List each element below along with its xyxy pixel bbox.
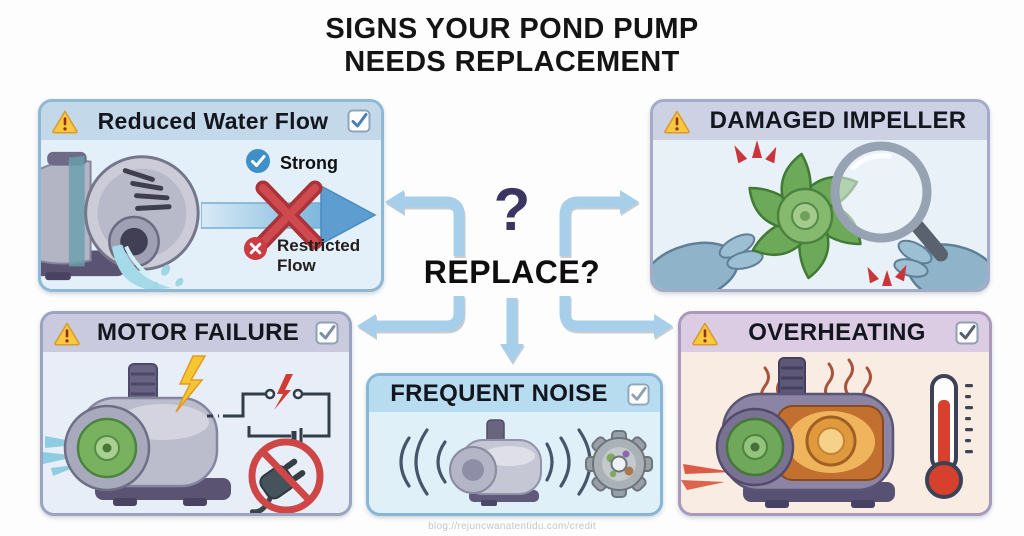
strong-label: Strong	[280, 153, 338, 173]
panel-header-reduced-water-flow: Reduced Water Flow	[41, 102, 381, 140]
arrow-to-overheating	[559, 296, 654, 332]
title-line-1: SIGNS YOUR POND PUMP	[325, 13, 699, 45]
checkbox-icon	[315, 321, 339, 345]
arrowhead-left-top-icon	[385, 190, 404, 214]
panel-title: DAMAGED IMPELLER	[709, 107, 967, 134]
warning-triangle-icon	[51, 109, 79, 134]
arrowhead-left-bottom-icon	[357, 314, 376, 338]
circuit-diagram	[207, 374, 331, 444]
panel-title: Reduced Water Flow	[97, 107, 329, 134]
crack-marks	[734, 140, 907, 286]
panel-header-frequent-noise: FREQUENT NOISE	[369, 376, 660, 412]
replace-label: REPLACE?	[423, 254, 601, 290]
overheating-pump-illustration	[681, 357, 973, 508]
impeller-inspection-illustration	[653, 140, 987, 289]
pump-cutaway	[715, 357, 895, 508]
magnifying-glass	[830, 141, 949, 262]
credit-watermark: blog://rejuncwanatentidu.com/credit	[428, 521, 596, 532]
arrow-to-reduced-water-flow	[404, 196, 465, 256]
blocked-flow-arrow-icon	[201, 180, 377, 250]
restricted-label: Restricted Flow	[277, 236, 361, 275]
panel-header-damaged-impeller: DAMAGED IMPELLER	[653, 102, 987, 140]
panel-title: OVERHEATING	[748, 319, 926, 346]
panel-header-motor-failure: MOTOR FAILURE	[43, 314, 349, 352]
panel-title: FREQUENT NOISE	[390, 380, 608, 407]
page-title: SIGNS YOUR POND PUMP NEEDS REPLACEMENT	[0, 13, 1024, 80]
checkbox-icon	[627, 382, 650, 406]
sound-waves-right	[545, 428, 592, 496]
pump	[449, 419, 542, 506]
x-circle-icon	[243, 236, 268, 266]
sound-waves-left	[399, 428, 447, 496]
arrow-to-motor-failure	[376, 296, 465, 332]
panel-title: MOTOR FAILURE	[96, 319, 300, 346]
thermometer-icon	[925, 374, 973, 499]
arrowhead-down-icon	[500, 344, 524, 363]
motor-failure-illustration	[43, 355, 331, 513]
restricted-flow-row: Restricted Flow	[243, 236, 373, 275]
noisy-pump-illustration	[399, 419, 653, 506]
check-circle-icon	[245, 148, 271, 179]
panel-damaged-impeller: DAMAGED IMPELLER	[650, 99, 990, 292]
lightning-bolt-icon	[175, 355, 207, 413]
pump	[63, 363, 231, 506]
arrow-to-damaged-impeller	[559, 196, 620, 256]
panel-header-overheating: OVERHEATING	[681, 314, 989, 352]
checkbox-icon	[347, 109, 371, 133]
heat-jets	[681, 464, 733, 490]
warning-triangle-icon	[663, 109, 691, 134]
pump-pouring-water-illustration	[41, 151, 200, 289]
warning-triangle-icon	[53, 321, 81, 346]
panel-motor-failure: MOTOR FAILURE	[40, 311, 352, 516]
panel-reduced-water-flow: Reduced Water Flow	[38, 99, 384, 292]
checkbox-icon	[955, 321, 979, 345]
no-plug-icon	[248, 438, 324, 513]
warning-triangle-icon	[691, 321, 719, 346]
panel-frequent-noise: FREQUENT NOISE	[366, 373, 663, 516]
arrowhead-right-top-icon	[620, 190, 639, 214]
arrowhead-right-bottom-icon	[654, 314, 673, 338]
strong-flow-row: Strong	[245, 148, 338, 179]
question-mark: ?	[493, 176, 531, 243]
panel-overheating: OVERHEATING	[678, 311, 992, 516]
worn-gear-icon	[585, 430, 653, 498]
left-glove	[653, 233, 764, 289]
title-line-2: NEEDS REPLACEMENT	[344, 46, 680, 79]
